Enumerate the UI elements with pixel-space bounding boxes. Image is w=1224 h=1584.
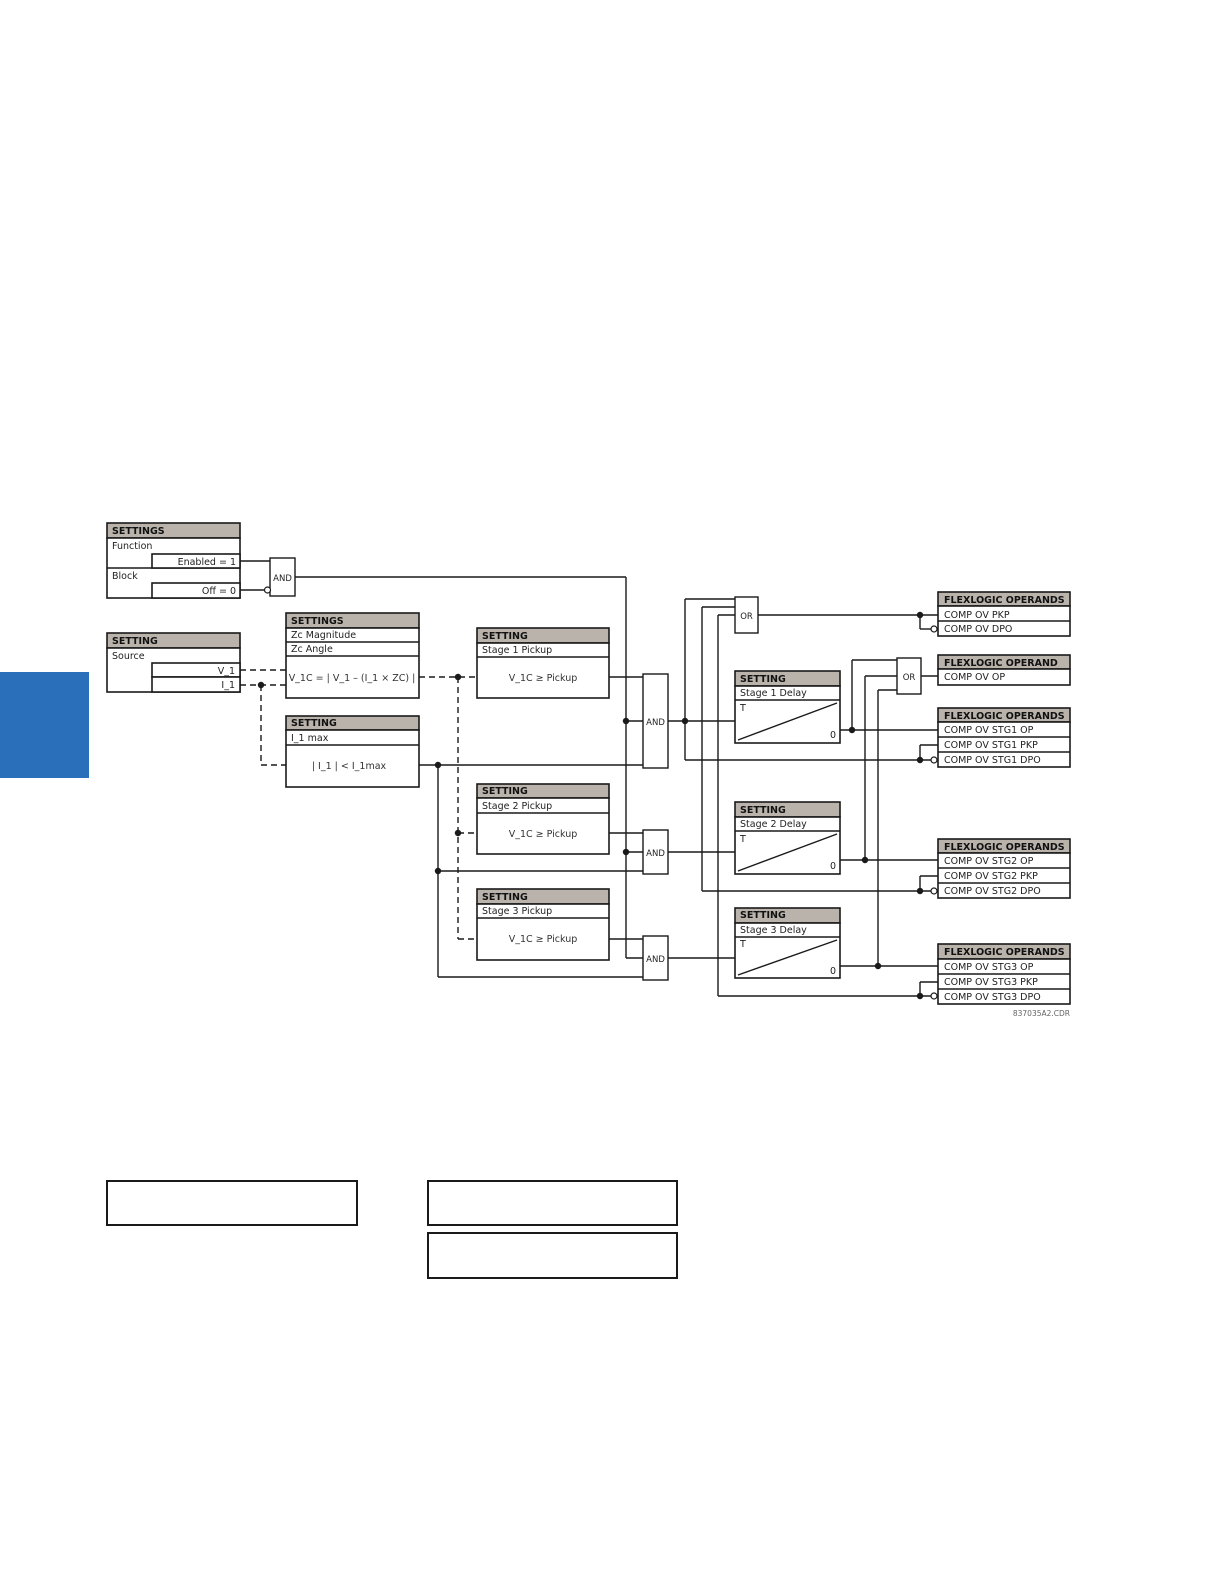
svg-text:COMP OV STG3 DPO: COMP OV STG3 DPO [944,992,1041,1003]
empty-box-right-top [427,1180,678,1226]
svg-text:COMP OV STG3 PKP: COMP OV STG3 PKP [944,977,1038,988]
setting-source: SETTING Source V_1 I_1 [106,632,241,693]
stage3-pickup-label: Stage 3 Pickup [482,906,552,917]
flexlogic-op: FLEXLOGIC OPERAND COMP OV OP [937,654,1071,686]
stage-2-pickup: SETTING Stage 2 Pickup V_1C ≥ Pickup [476,783,610,855]
stage1-header: SETTING [482,631,528,642]
block-label: Block [112,571,138,582]
enabled-value: Enabled = 1 [178,557,236,568]
stage-3-pickup: SETTING Stage 3 Pickup V_1C ≥ Pickup [476,888,610,961]
delay3-t: T [739,939,746,950]
operand-comp-ov-op: COMP OV OP [944,672,1005,683]
stage2-pickup-label: Stage 2 Pickup [482,801,552,812]
svg-text:OR: OR [903,673,916,683]
i1max-formula: | I_1 | < I_1max [312,761,387,772]
empty-box-right-bottom [427,1232,678,1279]
flexlogic-overall: FLEXLOGIC OPERANDS COMP OV PKP COMP OV D… [930,591,1071,637]
delay3-label: Stage 3 Delay [740,925,807,936]
svg-text:COMP OV STG3 OP: COMP OV STG3 OP [944,962,1034,973]
delay3-header: SETTING [740,910,786,921]
junction-dots [257,611,924,1000]
settings-function-block: SETTINGS Function Enabled = 1 Block Off … [106,522,241,599]
operand-comp-ov-dpo: COMP OV DPO [944,624,1012,635]
setting-header: SETTING [112,636,158,647]
chapter-side-tab [0,672,89,778]
source-label: Source [112,651,145,662]
stage3-compare: V_1C ≥ Pickup [509,934,578,945]
and-gate-stage3: AND [642,935,669,981]
delay2-header: SETTING [740,805,786,816]
empty-box-left [106,1180,358,1226]
svg-text:FLEXLOGIC OPERANDS: FLEXLOGIC OPERANDS [944,595,1065,606]
delay1-zero: 0 [830,730,836,741]
svg-text:AND: AND [646,955,665,965]
delay2-t: T [739,834,746,845]
flexlogic-stg1: FLEXLOGIC OPERANDS COMP OV STG1 OP COMP … [930,707,1071,768]
delay1-header: SETTING [740,674,786,685]
svg-text:AND: AND [273,574,292,584]
or-gate-operate: OR [896,657,922,695]
v1c-formula: V_1C = | V_1 – (I_1 × ZC) | [289,673,416,684]
delay1-label: Stage 1 Delay [740,688,807,699]
delay3-zero: 0 [830,966,836,977]
and-gate-stage1: AND [642,673,669,769]
flexlogic-stg3: FLEXLOGIC OPERANDS COMP OV STG3 OP COMP … [930,943,1071,1005]
v1-label: V_1 [218,666,235,677]
svg-text:COMP OV STG1 PKP: COMP OV STG1 PKP [944,740,1038,751]
delay1-t: T [739,703,746,714]
svg-text:AND: AND [646,849,665,859]
i1-label: I_1 [221,680,235,691]
zc-header: SETTINGS [291,616,344,627]
zc-angle: Zc Angle [291,644,333,655]
svg-text:FLEXLOGIC OPERANDS: FLEXLOGIC OPERANDS [944,842,1065,853]
drawing-code: 837035A2.CDR [1013,1009,1070,1018]
settings-header: SETTINGS [112,526,165,537]
stage3-header: SETTING [482,892,528,903]
delay2-label: Stage 2 Delay [740,819,807,830]
svg-text:FLEXLOGIC OPERAND: FLEXLOGIC OPERAND [944,658,1058,669]
stage-2-delay: SETTING Stage 2 Delay T 0 [734,801,841,875]
svg-text:COMP OV STG2 PKP: COMP OV STG2 PKP [944,871,1038,882]
zc-magnitude: Zc Magnitude [291,630,356,641]
svg-text:FLEXLOGIC OPERANDS: FLEXLOGIC OPERANDS [944,947,1065,958]
setting-i1max: SETTING I_1 max | I_1 | < I_1max [285,715,420,788]
delay2-zero: 0 [830,861,836,872]
stage-1-pickup: SETTING Stage 1 Pickup V_1C ≥ Pickup [476,627,610,699]
i1max-header: SETTING [291,718,337,729]
or-gate-pickup: OR [734,596,759,634]
function-label: Function [112,541,152,552]
stage2-compare: V_1C ≥ Pickup [509,829,578,840]
svg-text:COMP OV STG1 OP: COMP OV STG1 OP [944,725,1034,736]
svg-text:COMP OV STG2 DPO: COMP OV STG2 DPO [944,886,1041,897]
settings-zc: SETTINGS Zc Magnitude Zc Angle V_1C = | … [285,612,420,699]
stage1-pickup-label: Stage 1 Pickup [482,645,552,656]
svg-text:OR: OR [740,612,753,622]
and-gate-stage2: AND [642,829,669,875]
and-gate-enable: AND [263,557,296,597]
flexlogic-stg2: FLEXLOGIC OPERANDS COMP OV STG2 OP COMP … [930,838,1071,899]
svg-text:AND: AND [646,718,665,728]
svg-text:COMP OV STG2 OP: COMP OV STG2 OP [944,856,1034,867]
stage-1-delay: SETTING Stage 1 Delay T 0 [734,670,841,744]
stage-3-delay: SETTING Stage 3 Delay T 0 [734,907,841,979]
wires [240,560,938,997]
operand-comp-ov-pkp: COMP OV PKP [944,610,1010,621]
svg-text:COMP OV STG1 DPO: COMP OV STG1 DPO [944,755,1041,766]
stage2-header: SETTING [482,786,528,797]
stage1-compare: V_1C ≥ Pickup [509,673,578,684]
svg-text:FLEXLOGIC OPERANDS: FLEXLOGIC OPERANDS [944,711,1065,722]
off-value: Off = 0 [202,586,236,597]
i1max-label: I_1 max [291,733,329,744]
